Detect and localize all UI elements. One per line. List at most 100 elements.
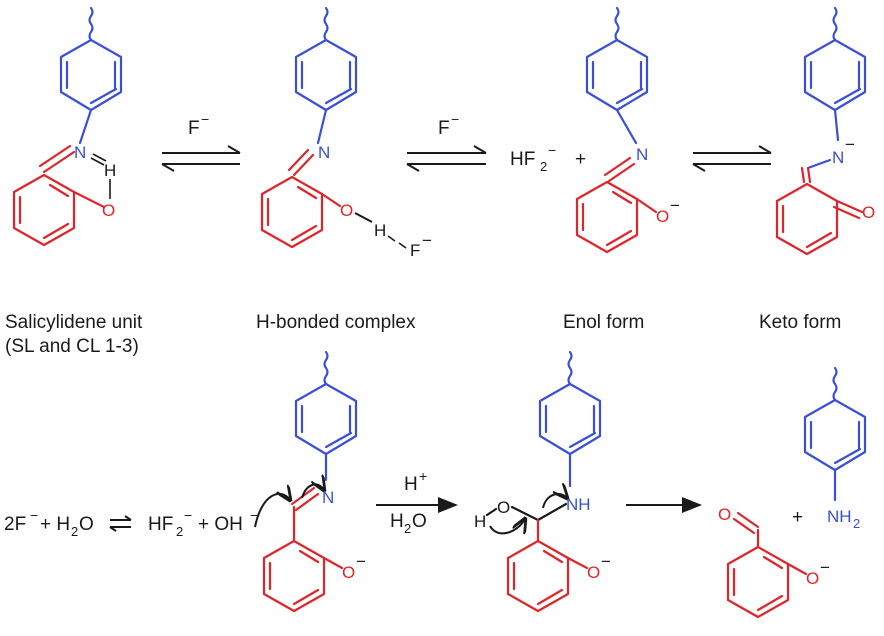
atom-n-charge: − xyxy=(845,135,855,154)
hf2-charge: − xyxy=(548,142,556,158)
atom-n: N xyxy=(322,488,334,507)
molecule-aniline: NH 2 xyxy=(803,366,867,531)
reagent-fluoride-2-charge: − xyxy=(451,111,459,127)
eq-plus-h: + H xyxy=(40,514,70,535)
oh-bond xyxy=(485,507,498,517)
atom-n: N xyxy=(74,143,86,162)
curved-arrow-oh xyxy=(489,519,525,533)
atom-o-phenolate: O xyxy=(587,563,600,582)
atom-o: O xyxy=(656,207,669,226)
reagent-fluoride-1: F xyxy=(188,118,200,139)
atom-o-aldehyde: O xyxy=(718,505,731,524)
aryl-ring xyxy=(803,38,867,142)
atom-o: O xyxy=(497,498,510,517)
reagent-fluoride-2: F xyxy=(438,118,450,139)
reagent-proton: H xyxy=(404,474,418,495)
atom-o-phenolate: O xyxy=(806,569,819,588)
hbond-dashes xyxy=(387,235,407,249)
cn-bond xyxy=(536,502,568,522)
atom-o: O xyxy=(102,201,115,220)
aryl-ring xyxy=(585,38,649,145)
salicyl-ring xyxy=(726,545,808,619)
salicyl-ring xyxy=(575,180,658,254)
atom-o: O xyxy=(340,201,353,220)
molecule-salicylidene-unit: N H O xyxy=(12,6,123,247)
enamine-bonds xyxy=(800,158,832,184)
wavy-bond xyxy=(323,350,329,386)
curved-arrow-cn xyxy=(542,494,567,509)
atom-o-charge: − xyxy=(670,196,680,215)
molecule-keto-form: N − O xyxy=(775,6,875,256)
eq-lhs-charge: − xyxy=(30,507,38,523)
reagent-fluoride-1-charge: − xyxy=(201,111,209,127)
imine-bond xyxy=(38,144,76,174)
product-hf2-top: HF 2 − + xyxy=(510,142,586,174)
eq-rhs-oh-charge: − xyxy=(250,507,258,523)
eq-h2o-sub: 2 xyxy=(71,524,78,539)
quinoid-ring xyxy=(775,182,864,256)
molecule-enol-form: N O − xyxy=(575,6,680,254)
salicyl-ring xyxy=(12,173,106,247)
plus-sign: + xyxy=(575,149,586,170)
oh-bond xyxy=(354,212,373,223)
eq-rhs-sub: 2 xyxy=(176,524,183,539)
molecule-carbinolamine: H O NH O − xyxy=(474,350,611,613)
aldehyde xyxy=(732,511,760,549)
reagent-water-sub: 2 xyxy=(404,521,411,536)
reagent-water-o: O xyxy=(412,511,427,532)
wavy-bond xyxy=(832,366,838,402)
eq-rhs-oh: + OH xyxy=(198,514,243,535)
caption-salicylidene-sub: (SL and CL 1-3) xyxy=(5,336,139,357)
aryl-ring xyxy=(294,38,358,145)
atom-n: N xyxy=(318,143,330,162)
wavy-bond xyxy=(88,6,94,42)
atom-h: H xyxy=(374,221,386,240)
atom-n: N xyxy=(636,145,648,164)
salicyl-ring xyxy=(506,539,589,613)
eq-rhs-hf-charge: − xyxy=(184,507,192,523)
atom-o: O xyxy=(862,203,875,222)
eq-lhs: 2F xyxy=(4,514,26,535)
aryl-ring xyxy=(803,398,867,502)
eq-rhs-hf: HF xyxy=(148,514,173,535)
aryl-ring xyxy=(538,382,602,488)
hf2-subscript: 2 xyxy=(540,159,547,174)
atom-n: N xyxy=(832,148,844,167)
atom-nh2: NH xyxy=(827,507,852,526)
atom-h: H xyxy=(474,512,486,531)
wavy-bond xyxy=(567,350,573,386)
plus-sign-bottom: + xyxy=(792,507,803,528)
eq-h2o-o: O xyxy=(79,514,94,535)
salicyl-ring xyxy=(262,539,344,613)
wavy-bond xyxy=(614,6,620,42)
salicyl-ring xyxy=(260,175,342,249)
aryl-ring xyxy=(294,382,358,482)
eq-equilibrium-arrow xyxy=(109,515,132,532)
atom-nh: NH xyxy=(566,495,591,514)
curved-arrow-attack xyxy=(254,494,290,528)
equation-fluoride-water: 2F − + H 2 O HF 2 − + OH − xyxy=(4,507,258,539)
equilibrium-arrow-1 xyxy=(161,145,241,172)
atom-o-charge: − xyxy=(356,552,366,571)
equilibrium-arrow-2 xyxy=(406,145,487,172)
molecule-h-bonded-complex: N O H F − xyxy=(260,6,432,260)
reagent-water-h: H xyxy=(390,511,404,532)
atom-f: F xyxy=(410,241,420,260)
hf2-label: HF xyxy=(510,149,535,170)
caption-keto: Keto form xyxy=(759,312,841,333)
wavy-bond xyxy=(323,6,329,42)
caption-enol: Enol form xyxy=(563,312,644,333)
equilibrium-arrow-3 xyxy=(692,145,772,172)
atom-f-charge: − xyxy=(422,231,432,250)
atom-o-charge: − xyxy=(820,558,830,577)
caption-h-bonded: H-bonded complex xyxy=(256,312,416,333)
molecule-salicylaldehyde: O O − xyxy=(718,505,830,619)
imine-bond xyxy=(287,148,315,177)
atom-h: H xyxy=(104,161,116,180)
curved-arrow-shift xyxy=(301,484,324,499)
wavy-bond xyxy=(832,6,838,42)
hbond-dashes xyxy=(90,153,111,199)
molecule-imine-attack: N O − xyxy=(254,350,366,613)
atom-o-charge: − xyxy=(601,552,611,571)
